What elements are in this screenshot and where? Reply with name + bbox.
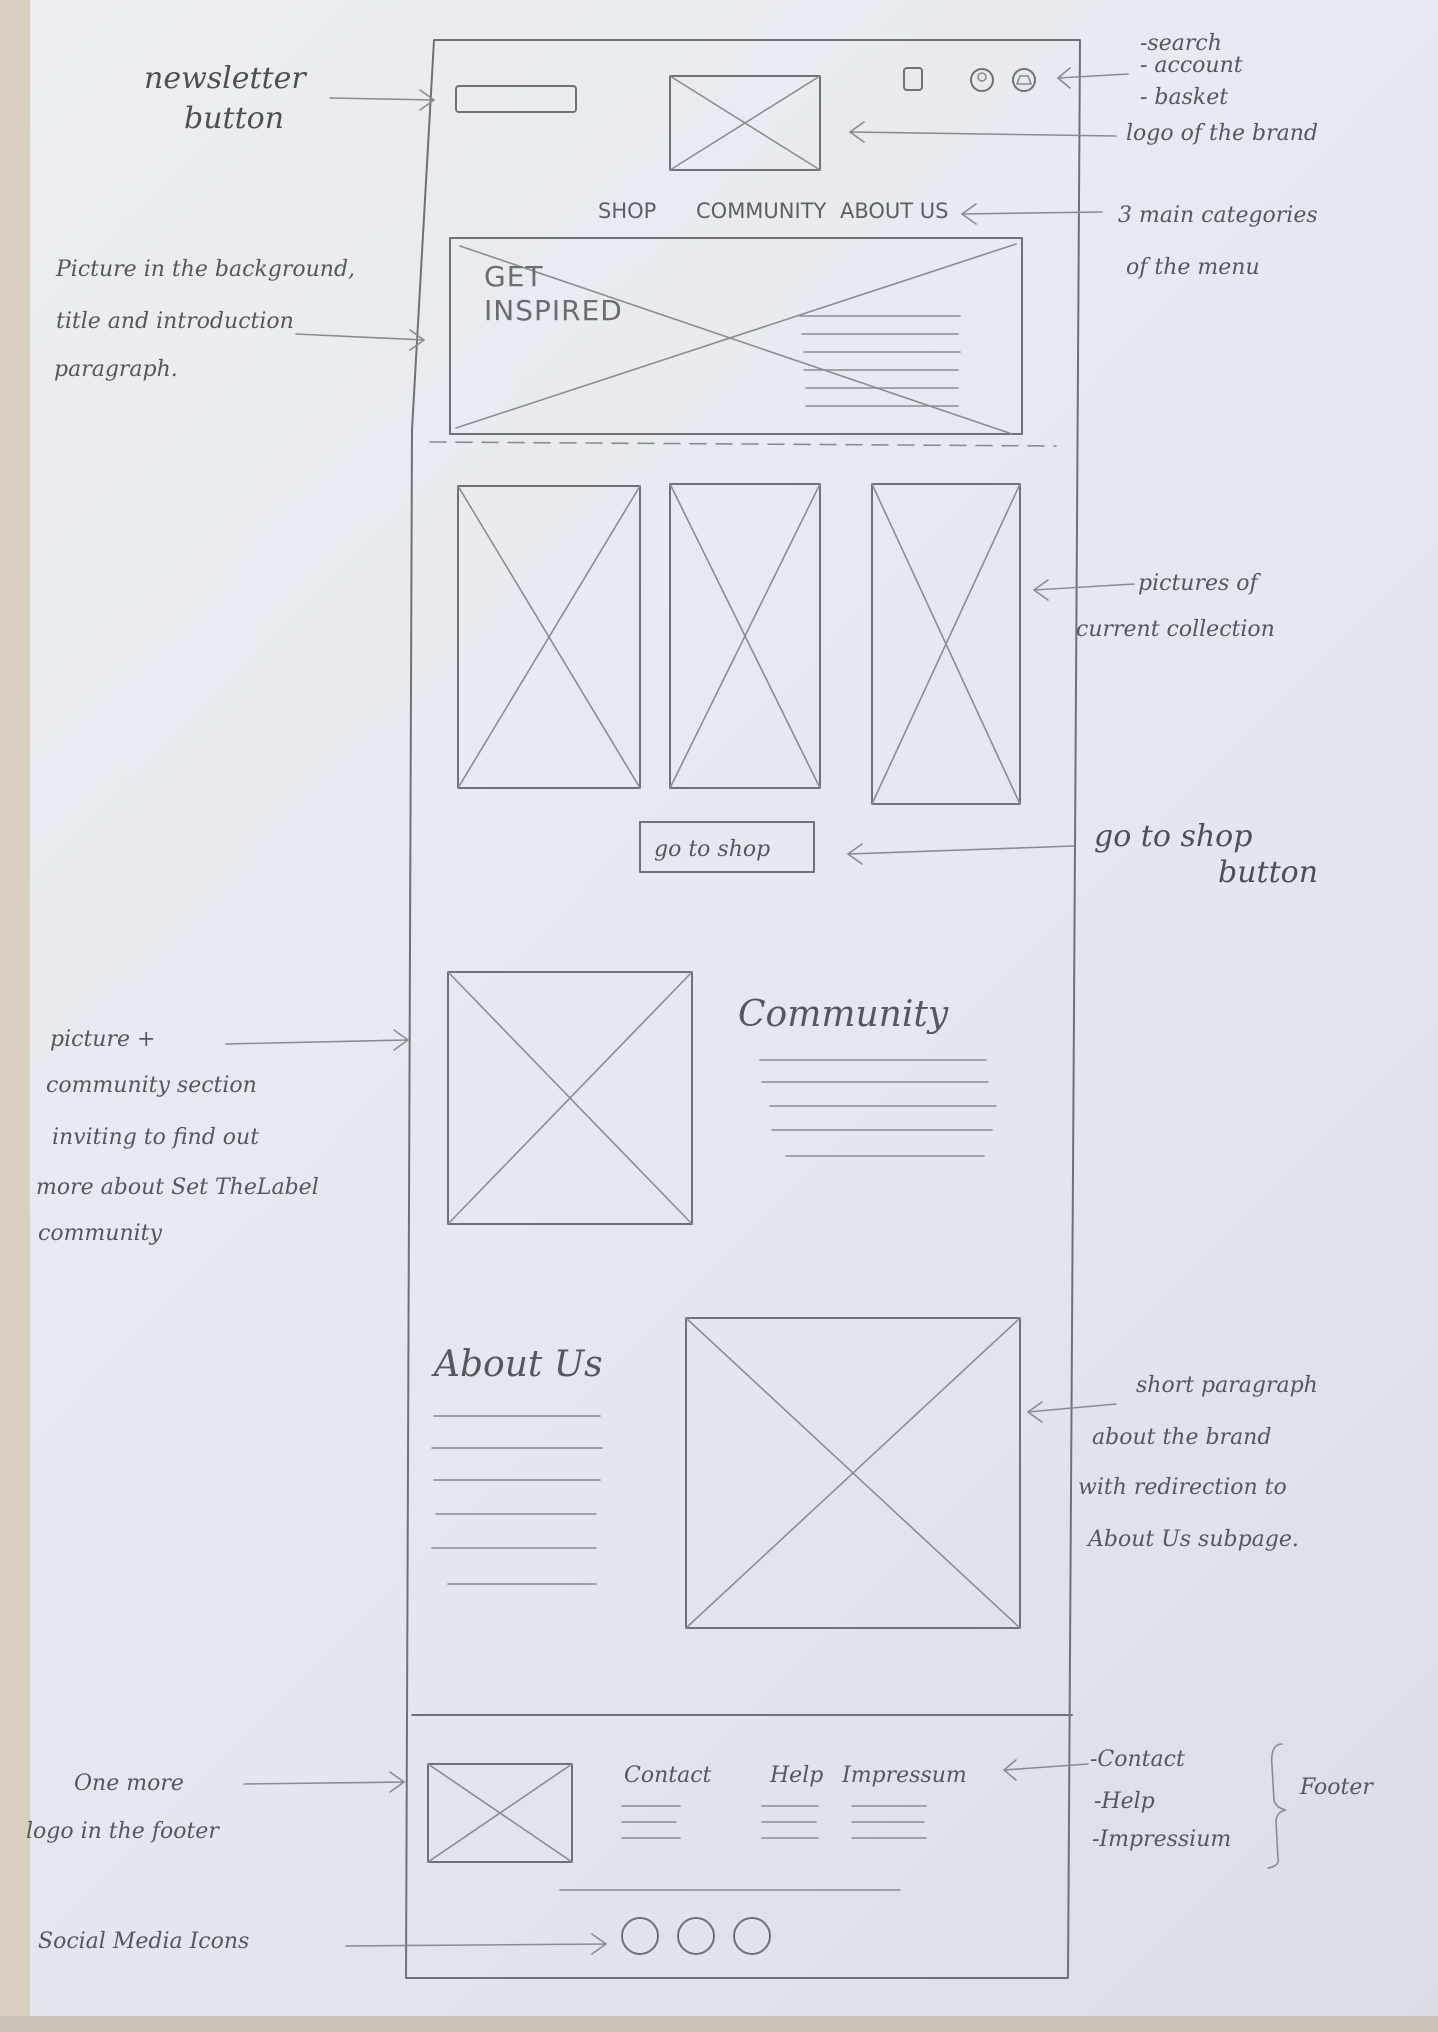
community-paragraph xyxy=(759,1059,997,1157)
menu-item-shop[interactable]: SHOP xyxy=(598,199,656,223)
svg-text:3 main categories: 3 main categories xyxy=(1118,203,1318,228)
collection-image-1[interactable] xyxy=(457,485,641,789)
menu-item-about-us[interactable]: ABOUT US xyxy=(840,199,949,223)
svg-text:inviting to find out: inviting to find out xyxy=(52,1125,259,1150)
annotation-about: short paragraph about the brand with red… xyxy=(1078,1373,1318,1552)
community-section: Community xyxy=(447,971,997,1225)
account-icon[interactable] xyxy=(970,68,994,92)
svg-text:About Us subpage.: About Us subpage. xyxy=(1086,1527,1299,1552)
collection-section: go to shop xyxy=(457,483,1021,873)
go-to-shop-label: go to shop xyxy=(654,837,770,862)
about-heading: About Us xyxy=(431,1344,603,1385)
footer-link-help[interactable]: Help xyxy=(769,1763,823,1788)
svg-text:- basket: - basket xyxy=(1140,85,1228,110)
svg-text:go to shop: go to shop xyxy=(1094,819,1252,854)
footer-link-lines xyxy=(621,1805,927,1839)
annotation-header-icons: -search - account - basket xyxy=(1140,31,1243,110)
svg-text:-Impressium: -Impressium xyxy=(1092,1827,1231,1852)
header: SHOP COMMUNITY ABOUT US xyxy=(455,67,1036,223)
footer: Contact Help Impressum xyxy=(427,1763,967,1955)
annotation-hero: Picture in the background, title and int… xyxy=(54,257,355,382)
svg-text:- account: - account xyxy=(1140,53,1243,78)
collection-image-3[interactable] xyxy=(871,483,1021,805)
svg-text:button: button xyxy=(184,101,284,136)
svg-text:community section: community section xyxy=(46,1073,257,1098)
social-icon-1[interactable] xyxy=(621,1917,659,1955)
about-paragraph xyxy=(431,1415,603,1585)
svg-text:-Contact: -Contact xyxy=(1090,1747,1185,1772)
brand-logo xyxy=(669,75,821,171)
svg-text:button: button xyxy=(1218,855,1318,890)
svg-text:current collection: current collection xyxy=(1076,617,1275,642)
svg-text:title and introduction: title and introduction xyxy=(56,309,294,334)
svg-text:Picture in the background,: Picture in the background, xyxy=(55,257,355,282)
annotation-menu: 3 main categories of the menu xyxy=(1118,203,1318,280)
hero-section: GET INSPIRED xyxy=(429,237,1057,447)
about-image[interactable] xyxy=(685,1317,1021,1629)
newsletter-button[interactable] xyxy=(455,85,577,113)
annotation-collection: pictures of current collection xyxy=(1076,571,1275,642)
community-heading: Community xyxy=(738,994,949,1035)
annotation-footer-logo: One more logo in the footer xyxy=(26,1771,220,1844)
svg-text:more about Set TheLabel: more about Set TheLabel xyxy=(36,1175,319,1200)
footer-logo xyxy=(427,1763,573,1863)
basket-icon[interactable] xyxy=(1012,68,1036,92)
annotation-arrows xyxy=(225,67,1287,1955)
svg-text:picture +: picture + xyxy=(50,1027,155,1052)
collection-image-2[interactable] xyxy=(669,483,821,789)
annotation-social: Social Media Icons xyxy=(38,1929,249,1954)
annotation-logo: logo of the brand xyxy=(1126,121,1318,146)
go-to-shop-button[interactable]: go to shop xyxy=(639,821,815,873)
svg-text:paragraph.: paragraph. xyxy=(54,357,178,382)
hero-image xyxy=(449,237,1023,435)
svg-text:logo in the footer: logo in the footer xyxy=(26,1819,220,1844)
svg-text:One more: One more xyxy=(74,1771,184,1796)
hero-title-line1: GET xyxy=(484,260,544,293)
svg-text:with redirection to: with redirection to xyxy=(1078,1475,1287,1500)
svg-text:-search: -search xyxy=(1140,31,1222,56)
annotation-shop-button: go to shop button xyxy=(1094,819,1318,890)
annotation-footer-links: -Contact -Help -Impressium xyxy=(1090,1747,1231,1852)
social-icon-2[interactable] xyxy=(677,1917,715,1955)
svg-text:of the menu: of the menu xyxy=(1126,255,1260,280)
social-icon-3[interactable] xyxy=(733,1917,771,1955)
page-frame xyxy=(405,39,1081,1979)
hero-title-line2: INSPIRED xyxy=(484,294,623,327)
menu-item-community[interactable]: COMMUNITY xyxy=(696,199,827,223)
annotation-newsletter: newsletter button xyxy=(144,61,307,136)
annotation-footer: Footer xyxy=(1299,1775,1374,1800)
svg-text:about the brand: about the brand xyxy=(1092,1425,1271,1450)
svg-text:short paragraph: short paragraph xyxy=(1136,1373,1318,1398)
main-menu: SHOP COMMUNITY ABOUT US xyxy=(598,199,949,223)
annotation-community: picture + community section inviting to … xyxy=(36,1027,319,1246)
search-icon[interactable] xyxy=(903,67,923,91)
footer-link-contact[interactable]: Contact xyxy=(624,1763,712,1788)
svg-text:-Help: -Help xyxy=(1094,1789,1155,1814)
svg-text:community: community xyxy=(38,1221,163,1246)
footer-link-impressum[interactable]: Impressum xyxy=(841,1763,967,1788)
about-section: About Us xyxy=(431,1317,1021,1629)
community-image[interactable] xyxy=(447,971,693,1225)
svg-text:newsletter: newsletter xyxy=(144,61,307,96)
hero-paragraph xyxy=(799,315,961,407)
svg-text:pictures of: pictures of xyxy=(1138,571,1262,596)
